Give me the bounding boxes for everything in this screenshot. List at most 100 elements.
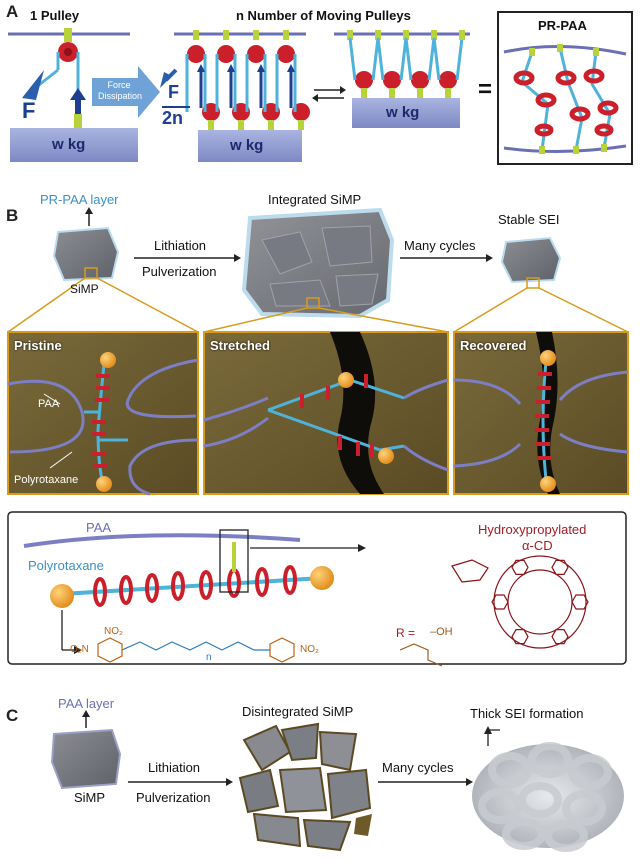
many-cycles-label-b: Many cycles — [404, 238, 476, 253]
pr-paa-title: PR-PAA — [538, 18, 587, 33]
paa-layer-label: PAA layer — [58, 696, 115, 711]
pulley-anchor — [283, 30, 289, 40]
force-fraction-denominator: 2n — [162, 108, 184, 128]
moving-pulley — [383, 71, 401, 89]
panel-b-letter: B — [6, 206, 19, 225]
polyrotaxane-label-pristine: Polyrotaxane — [14, 474, 79, 486]
pulley-anchor — [223, 30, 229, 40]
weight-label-2: w kg — [230, 137, 264, 154]
alpha-cd-structure — [451, 555, 589, 649]
stable-sei-particle — [500, 236, 562, 289]
one-pulley-label: 1 Pulley — [30, 8, 80, 23]
single-pulley-diagram — [8, 28, 138, 162]
fixed-pulley — [247, 45, 265, 63]
equals-sign: = — [478, 76, 493, 103]
pulverization-label-b: Pulverization — [142, 264, 217, 279]
glucose-unit — [551, 559, 569, 575]
simp-label-b: SiMP — [70, 282, 99, 296]
rope-segment — [376, 37, 385, 81]
equilibrium-arrows — [312, 86, 346, 102]
moving-pulley — [411, 71, 429, 89]
force-label: F — [22, 98, 36, 123]
force-dissipation-arrow — [92, 66, 160, 118]
glucose-unit — [511, 629, 529, 645]
no2-left-label: O₂N — [70, 644, 89, 655]
rope-segment — [371, 37, 380, 81]
pristine-label: Pristine — [14, 338, 62, 353]
no2-right-label: NO₂ — [300, 644, 319, 655]
pr-paa-illustration — [503, 44, 627, 154]
thick-sei-cluster — [472, 742, 624, 852]
pulley-anchor — [238, 120, 244, 130]
simp-label-c: SiMP — [74, 790, 106, 805]
pulley-anchor — [417, 88, 423, 98]
n-subscript: n — [206, 652, 212, 663]
disintegrated-simp-label: Disintegrated SiMP — [242, 704, 354, 719]
linker-structure — [97, 637, 295, 663]
pr-paa-layer-label: PR-PAA layer — [40, 192, 119, 207]
zoom-lines — [7, 277, 629, 333]
moving-pulley — [355, 71, 373, 89]
glucose-unit — [551, 629, 569, 645]
oh-substituent — [399, 643, 443, 667]
simp-particle-small — [52, 226, 120, 282]
rope-segment — [432, 37, 441, 81]
pulley-anchor — [347, 30, 353, 40]
fraction-bar — [162, 106, 190, 108]
pulley-anchor — [389, 88, 395, 98]
glucose-unit — [571, 594, 589, 610]
pulley-anchor — [298, 120, 304, 130]
r-equals-label: R = — [396, 626, 416, 640]
moving-pulley — [439, 71, 457, 89]
recovered-chains — [453, 332, 629, 494]
force-arrowhead — [287, 64, 295, 72]
n-pulleys-label: n Number of Moving Pulleys — [236, 8, 411, 23]
n-pulleys-diagram — [160, 30, 310, 162]
pulley-anchor — [253, 30, 259, 40]
pulley-anchor — [431, 30, 437, 40]
pulley-anchor — [403, 30, 409, 40]
recovered-label: Recovered — [460, 338, 527, 353]
paa-label-pristine: PAA — [38, 398, 60, 410]
pulley-anchor — [268, 120, 274, 130]
pulley-anchor — [361, 88, 367, 98]
many-cycles-label-c: Many cycles — [382, 760, 454, 775]
panel-c-letter: C — [6, 706, 19, 725]
force-fraction-numerator: F — [168, 82, 179, 102]
rope-segment — [399, 37, 408, 81]
force-arrowhead — [227, 64, 235, 72]
rising-pulleys-diagram — [334, 30, 470, 128]
polyrotaxane-diagram — [23, 529, 366, 654]
lithiation-label-b: Lithiation — [154, 238, 207, 253]
alpha-cd-label: α-CD — [522, 538, 553, 553]
rope-segment — [427, 37, 436, 81]
glucose-unit — [511, 559, 529, 575]
force-dissipation-label: Force Dissipation — [98, 80, 143, 101]
rope-segment — [404, 37, 413, 81]
pulley-anchor — [375, 30, 381, 40]
pr-paa-box — [497, 11, 633, 165]
stretched-label: Stretched — [210, 338, 270, 353]
fixed-pulley — [277, 45, 295, 63]
pulley-anchor — [445, 88, 451, 98]
integrated-simp — [241, 207, 395, 319]
thick-sei-label: Thick SEI formation — [470, 706, 584, 721]
stretched-chains — [203, 332, 449, 494]
pulley-anchor — [459, 30, 465, 40]
force-arrowhead — [257, 64, 265, 72]
stable-sei-label: Stable SEI — [498, 212, 560, 227]
fixed-pulley — [187, 45, 205, 63]
paa-label-inset: PAA — [86, 520, 112, 535]
pulley-anchor — [193, 30, 199, 40]
disintegrated-simp — [238, 722, 372, 852]
rope-segment — [455, 37, 464, 81]
pulverization-label-c: Pulverization — [136, 790, 211, 805]
weight-label-1: w kg — [52, 136, 86, 153]
pulley-anchor — [208, 120, 214, 130]
stretched-panel — [203, 331, 449, 495]
no2-top-label: NO₂ — [104, 626, 123, 637]
integrated-simp-label: Integrated SiMP — [268, 192, 362, 207]
lithiation-label-c: Lithiation — [148, 760, 201, 775]
fixed-pulley — [217, 45, 235, 63]
